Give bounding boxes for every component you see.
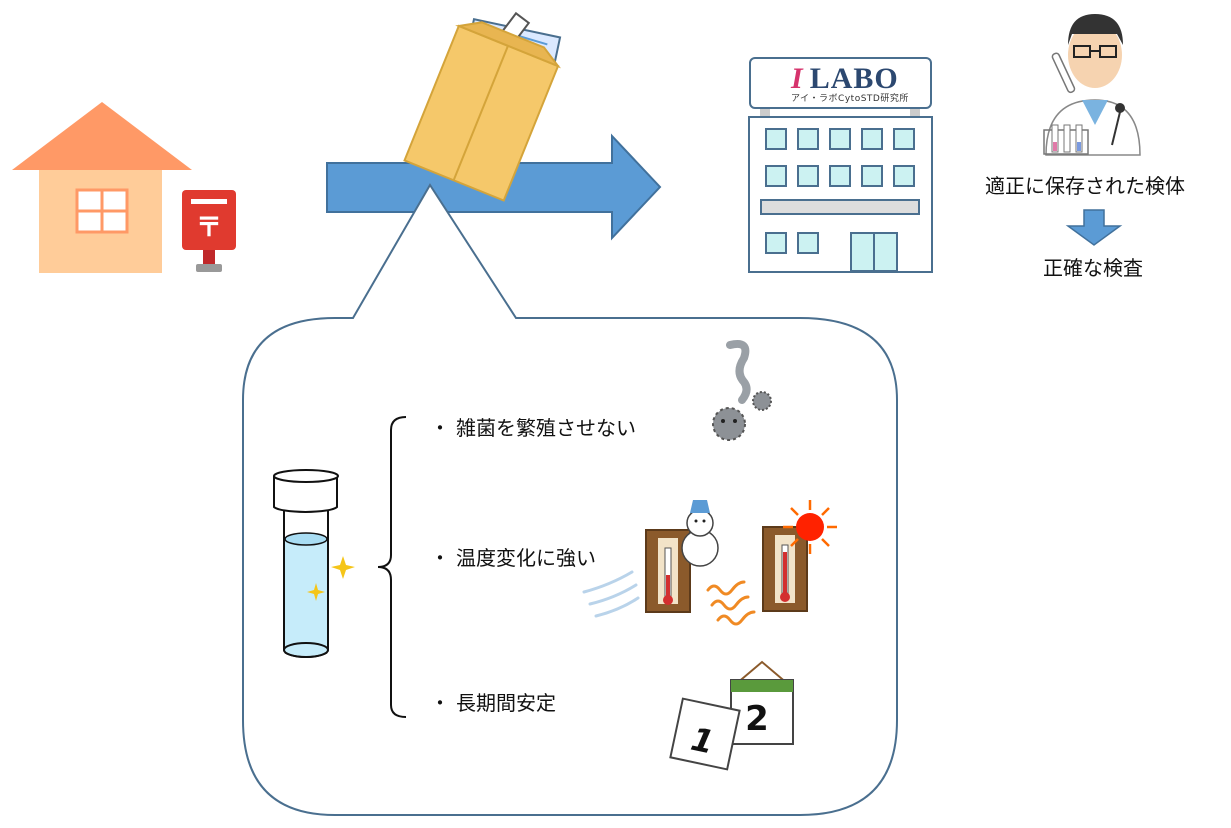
feature-label: 雑菌を繁殖させない: [456, 416, 636, 440]
down-arrow: [1065, 209, 1123, 246]
house-icon: [12, 102, 192, 273]
sun-icon: [783, 500, 837, 554]
callout-bubble: [242, 183, 898, 816]
feature-item: ・温度変化に強い: [430, 546, 596, 570]
cold-wind-icon: [582, 570, 640, 618]
logo-mark: I: [791, 62, 804, 95]
feature-item: ・長期間安定: [430, 691, 556, 715]
svg-text:〒: 〒: [196, 213, 222, 243]
specimen-caption: 適正に保存された検体: [985, 174, 1185, 198]
logo-subtitle: アイ・ラボCytoSTD研究所: [791, 94, 909, 104]
heat-wave-icon: [706, 580, 756, 626]
lab-building-icon: [748, 65, 933, 273]
bracket: [377, 416, 407, 718]
feature-label: 温度変化に強い: [456, 546, 596, 570]
calendar-icon: 2 1: [669, 660, 794, 771]
envelope-icon: [403, 11, 562, 202]
logo-name: LABO: [809, 62, 899, 95]
germ-icon: [712, 339, 772, 441]
sparkle-icon: [307, 556, 355, 601]
feature-label: 長期間安定: [456, 691, 556, 715]
scientist-icon: [1043, 14, 1141, 156]
calendar-page-2: 2: [745, 699, 769, 739]
postbox-icon: 〒: [182, 190, 236, 272]
test-tube-icon: [273, 469, 339, 658]
feature-item: ・雑菌を繁殖させない: [430, 416, 636, 440]
snowman-icon: [681, 500, 719, 567]
accurate-test-label: 正確な検査: [1043, 256, 1143, 280]
